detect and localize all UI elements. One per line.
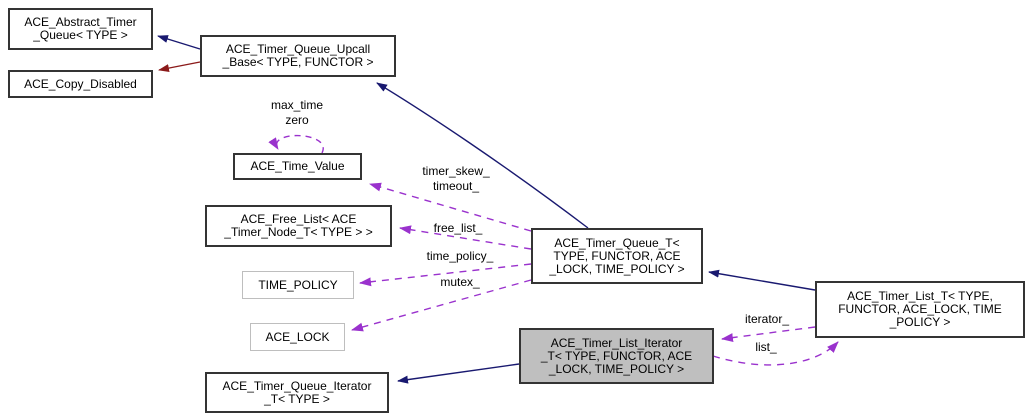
edge-label-max-time-zero: max_time zero bbox=[271, 98, 323, 128]
node-line: ACE_Abstract_Timer bbox=[24, 15, 137, 29]
node-line: _LOCK, TIME_POLICY > bbox=[549, 261, 685, 276]
node-line: ACE_Timer_Queue_Upcall bbox=[225, 42, 371, 56]
node-ace-timer-list-iterator-t: ACE_Timer_List_Iterator _T< TYPE, FUNCTO… bbox=[519, 328, 714, 384]
edge-queue-to-time-value bbox=[369, 182, 532, 232]
edge-iterator-to-list-t bbox=[712, 341, 839, 366]
node-line: ACE_Timer_Queue_T< bbox=[554, 235, 680, 250]
node-line: ACE_Timer_List_Iterator bbox=[550, 335, 683, 350]
node-ace-free-list[interactable]: ACE_Free_List< ACE _Timer_Node_T< TYPE >… bbox=[205, 205, 392, 247]
edge-label-line: timer_skew_ bbox=[422, 164, 490, 178]
node-line: ACE_Free_List< ACE bbox=[240, 212, 357, 226]
edge-label-list: list_ bbox=[755, 340, 776, 355]
edge-label-mutex: mutex_ bbox=[440, 275, 479, 290]
edge-label-line: time_policy_ bbox=[426, 249, 494, 263]
edge-label-line: list_ bbox=[755, 340, 777, 354]
node-line: _Timer_Node_T< TYPE > > bbox=[224, 225, 373, 239]
node-ace-lock: ACE_LOCK bbox=[250, 323, 345, 351]
node-ace-timer-queue-upcall-base[interactable]: ACE_Timer_Queue_Upcall _Base< TYPE, FUNC… bbox=[200, 35, 396, 77]
node-ace-timer-list-t[interactable]: ACE_Timer_List_T< TYPE, FUNCTOR, ACE_LOC… bbox=[815, 281, 1025, 338]
edge-label-free-list: free_list_ bbox=[434, 221, 483, 236]
node-line: ACE_Copy_Disabled bbox=[24, 76, 137, 91]
node-line: _Base< TYPE, FUNCTOR > bbox=[222, 55, 374, 69]
node-line: ACE_Timer_List_T< TYPE, bbox=[847, 289, 993, 303]
edge-list-t-to-queue-t bbox=[708, 269, 816, 291]
node-line: ACE_Timer_Queue_Iterator bbox=[222, 378, 372, 393]
edge-label-iterator: iterator_ bbox=[745, 312, 789, 327]
node-line: ACE_LOCK bbox=[265, 329, 330, 344]
node-line: _LOCK, TIME_POLICY > bbox=[548, 361, 685, 376]
edge-queue-to-ace-lock bbox=[351, 279, 532, 332]
edge-upcall-to-copy-disabled bbox=[158, 61, 201, 73]
edge-label-line: iterator_ bbox=[744, 312, 790, 326]
edge-label-line: mutex_ bbox=[440, 275, 480, 289]
edge-label-time-policy: time_policy_ bbox=[427, 249, 494, 264]
node-line: _T< TYPE > bbox=[264, 391, 330, 406]
edge-label-timer-skew-timeout: timer_skew_ timeout_ bbox=[422, 164, 489, 194]
edge-label-line: free_list_ bbox=[433, 221, 483, 235]
node-ace-abstract-timer-queue[interactable]: ACE_Abstract_Timer _Queue< TYPE > bbox=[8, 8, 153, 50]
node-line: FUNCTOR, ACE_LOCK, TIME bbox=[838, 302, 1002, 316]
edge-queue-to-free-list bbox=[399, 225, 532, 250]
node-ace-time-value[interactable]: ACE_Time_Value bbox=[233, 153, 362, 180]
node-line: ACE_Time_Value bbox=[250, 159, 345, 173]
node-ace-copy-disabled[interactable]: ACE_Copy_Disabled bbox=[8, 70, 153, 98]
node-ace-timer-queue-iterator-t[interactable]: ACE_Timer_Queue_Iterator _T< TYPE > bbox=[205, 372, 389, 413]
node-line: _T< TYPE, FUNCTOR, ACE bbox=[540, 348, 693, 363]
node-line: _Queue< TYPE > bbox=[33, 28, 128, 42]
node-line: _POLICY > bbox=[889, 315, 951, 329]
edge-queue-to-upcall bbox=[376, 82, 589, 229]
edge-list-iterator-to-queue-iterator bbox=[397, 363, 520, 384]
edge-time-value-self-loop bbox=[268, 134, 324, 154]
edge-upcall-to-abstract bbox=[157, 35, 201, 50]
node-line: TYPE, FUNCTOR, ACE bbox=[553, 248, 681, 263]
node-ace-timer-queue-t[interactable]: ACE_Timer_Queue_T< TYPE, FUNCTOR, ACE _L… bbox=[531, 228, 703, 284]
edge-label-line: timeout_ bbox=[432, 179, 480, 193]
edge-queue-to-time-policy bbox=[359, 263, 532, 287]
node-time-policy: TIME_POLICY bbox=[242, 271, 354, 299]
edge-label-line: zero bbox=[285, 113, 309, 127]
edge-label-line: max_time bbox=[270, 98, 324, 112]
node-line: TIME_POLICY bbox=[258, 277, 338, 292]
edge-list-t-to-iterator bbox=[721, 326, 816, 343]
